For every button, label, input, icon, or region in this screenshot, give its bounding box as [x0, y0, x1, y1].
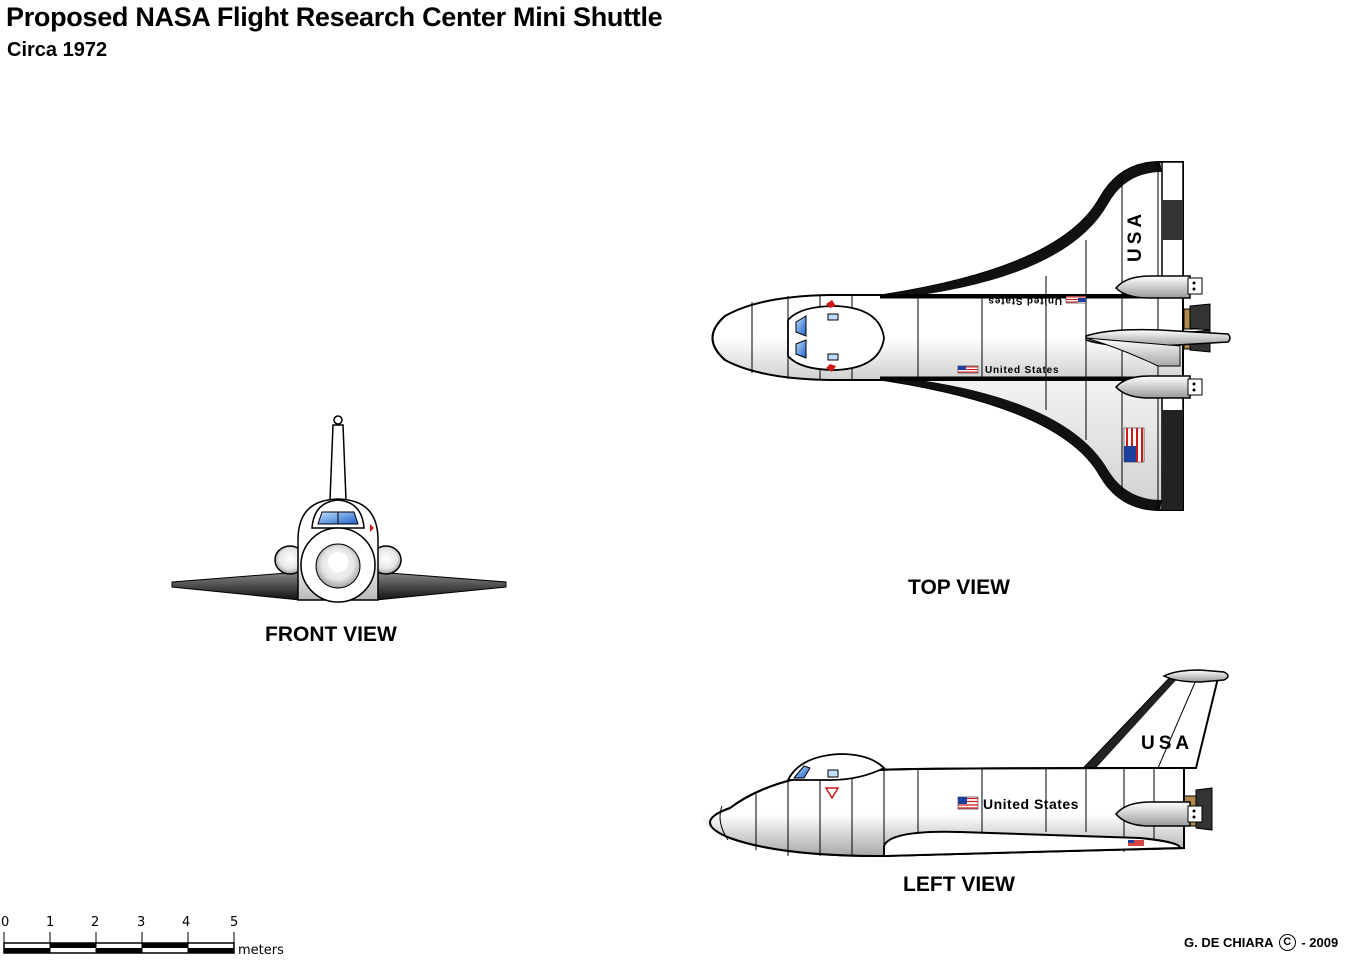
- top-name-marking: United States: [985, 365, 1059, 376]
- front-view-label: FRONT VIEW: [265, 623, 397, 646]
- top-windshield: [795, 315, 807, 337]
- credit-year: - 2009: [1301, 935, 1339, 950]
- author-credit: G. DE CHIARA C - 2009: [1184, 934, 1339, 952]
- scale-tick-2: 2: [91, 915, 100, 930]
- side-wing-glove: [883, 830, 1182, 858]
- side-canopy: [786, 753, 886, 781]
- scale-tick-4: 4: [182, 915, 191, 930]
- side-pod: [1115, 801, 1191, 827]
- author-name: G. DE CHIARA: [1184, 935, 1274, 950]
- top-wing-leading-edge-lower: [870, 375, 1162, 510]
- front-fin-tip: [333, 415, 343, 425]
- front-fin: [329, 424, 347, 501]
- top-flag-fuselage: [957, 365, 979, 374]
- scale-bar: [3, 932, 235, 954]
- top-pod-lower: [1114, 375, 1191, 399]
- scale-tick-0: 0: [1, 915, 10, 930]
- top-name-marking-mirrored: United States: [988, 295, 1062, 306]
- top-pod-upper: [1114, 275, 1191, 299]
- top-view-label: TOP VIEW: [908, 576, 1010, 599]
- side-name-marking: United States: [983, 796, 1079, 812]
- top-wing-leading-edge-upper: [870, 162, 1162, 300]
- top-view-drawing: USA United States United States: [711, 161, 1231, 511]
- side-flag: [957, 796, 979, 810]
- scale-unit-label: meters: [238, 943, 284, 958]
- page-subtitle: Circa 1972: [7, 39, 108, 61]
- side-windshield: [792, 765, 811, 779]
- front-view-drawing: [171, 415, 507, 603]
- top-flag-fuselage-upper: [1065, 295, 1087, 304]
- scale-tick-5: 5: [230, 915, 239, 930]
- scale-tick-3: 3: [137, 915, 146, 930]
- top-usa-marking: USA: [1125, 210, 1146, 262]
- copyright-icon: C: [1278, 934, 1296, 952]
- page-title: Proposed NASA Flight Research Center Min…: [6, 2, 663, 32]
- scale-tick-1: 1: [46, 915, 55, 930]
- left-view-drawing: USA United States: [701, 669, 1229, 858]
- side-fin-tip-pod: [1162, 669, 1229, 683]
- top-flag-wing: [1123, 427, 1145, 463]
- side-usa-marking: USA: [1141, 733, 1193, 754]
- top-canopy: [787, 305, 885, 371]
- left-view-label: LEFT VIEW: [903, 873, 1015, 896]
